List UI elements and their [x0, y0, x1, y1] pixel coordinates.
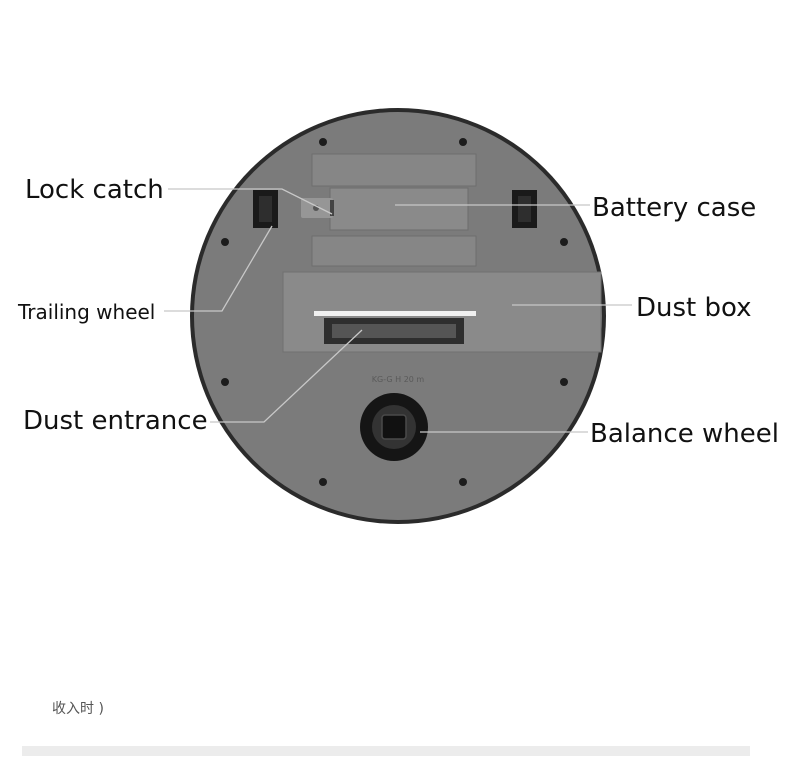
leader-dust-entrance: [210, 329, 363, 423]
screw-hole: [319, 478, 327, 486]
trailing-wheel-left-hub: [259, 196, 272, 222]
label-battery-case: Battery case: [592, 193, 757, 223]
screw-hole: [319, 138, 327, 146]
footer-text: 收入时 ): [52, 701, 104, 717]
screw-hole: [459, 138, 467, 146]
label-dust-box: Dust box: [636, 293, 752, 323]
balance-wheel-hub: [381, 414, 407, 440]
label-lock-catch: Lock catch: [25, 175, 164, 205]
screw-holes: [221, 138, 568, 486]
dust-entrance-highlight: [314, 311, 476, 316]
battery-case-cover: [329, 187, 469, 231]
label-dust-entrance: Dust entrance: [23, 406, 208, 436]
screw-hole: [560, 238, 568, 246]
leader-lock-catch: [168, 188, 333, 215]
footer-bar: [22, 746, 750, 756]
dust-entrance-inner: [332, 324, 456, 338]
model-text: KG-G H 20 m: [372, 375, 425, 384]
screw-hole: [221, 238, 229, 246]
label-balance-wheel: Balance wheel: [590, 419, 779, 449]
leader-lines: [164, 188, 632, 433]
screw-hole: [221, 378, 229, 386]
top-slot: [311, 153, 477, 187]
screw-hole: [560, 378, 568, 386]
leader-trailing-wheel: [164, 225, 273, 312]
screw-hole: [459, 478, 467, 486]
label-trailing-wheel: Trailing wheel: [18, 300, 156, 324]
lower-slot: [311, 235, 477, 267]
trailing-wheel-right-hub: [518, 196, 531, 222]
lock-catch-tab: [330, 200, 334, 216]
